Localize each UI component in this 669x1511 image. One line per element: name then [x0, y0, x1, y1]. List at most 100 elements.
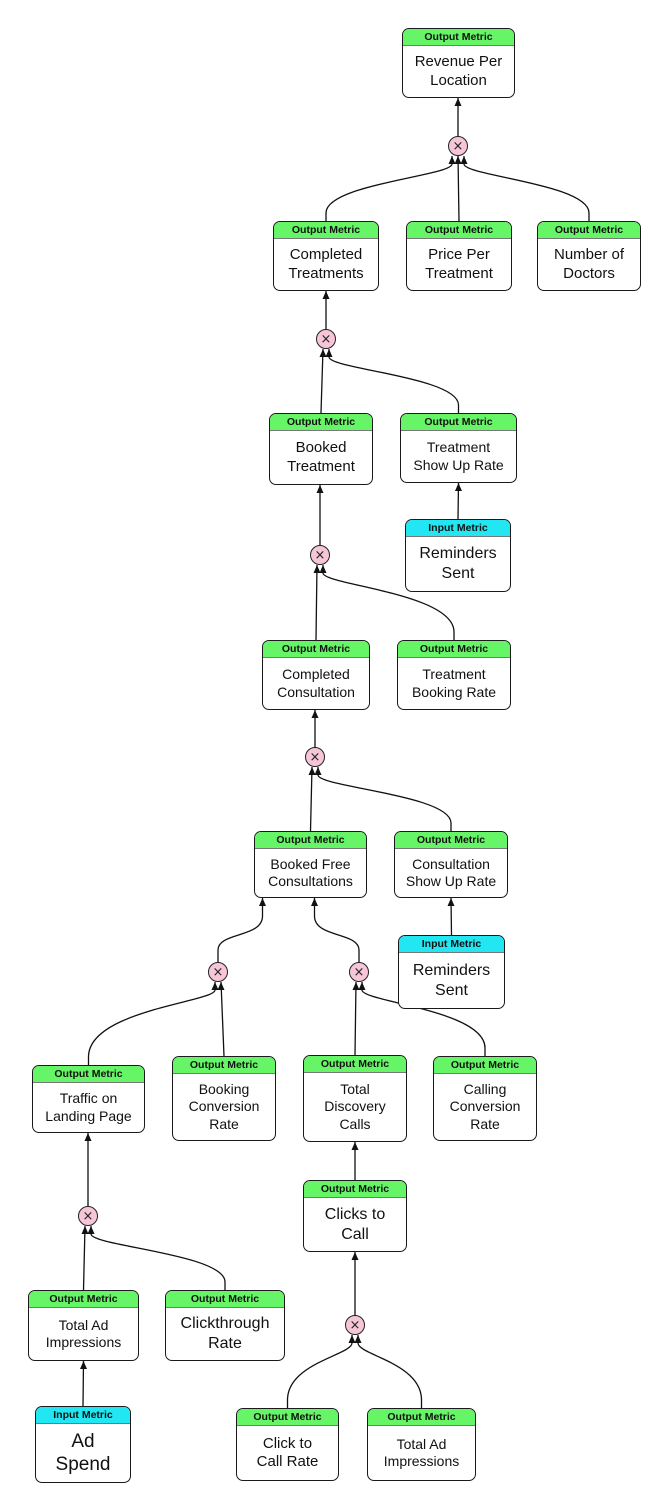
metric-label: Ad Spend: [55, 1430, 111, 1475]
input-metric-header: Input Metric: [406, 520, 510, 537]
metric-label: Number of Doctors: [553, 246, 625, 282]
operator-input-edge: [286, 1335, 353, 1408]
multiply-operator-op-booked-free-right: ×: [349, 962, 369, 982]
output-metric-header: Output Metric: [166, 1291, 284, 1308]
output-metric-header: Output Metric: [263, 641, 369, 658]
arrow-head: [354, 1335, 362, 1343]
metric-label: Total Ad Impressions: [45, 1316, 122, 1350]
output-metric-header: Output Metric: [270, 414, 372, 431]
arrow-head: [352, 982, 360, 990]
output-metric-header: Output Metric: [33, 1066, 144, 1083]
arrow-head: [325, 349, 333, 357]
metric-label: Booked Free Consultations: [268, 855, 353, 889]
arrow-head: [351, 1142, 359, 1150]
metric-label: Total Ad Impressions: [383, 1435, 460, 1469]
arrow-head: [311, 898, 318, 906]
output-metric-header: Output Metric: [407, 222, 511, 239]
operator-input-edge: [322, 565, 455, 640]
arrow-head: [313, 565, 321, 573]
arrow-head: [211, 982, 219, 990]
metric-label: Booking Conversion Rate: [188, 1081, 260, 1132]
metric-label: Calling Conversion Rate: [449, 1081, 521, 1132]
arrow-head: [311, 710, 319, 718]
operator-output-edge: [313, 898, 360, 962]
output-metric-header: Output Metric: [304, 1056, 406, 1073]
output-metric-header: Output Metric: [304, 1181, 406, 1198]
arrow-head: [259, 898, 266, 906]
output-metric-header: Output Metric: [398, 641, 510, 658]
operator-input-edge: [309, 766, 313, 832]
metric-label: Booked Treatment: [287, 439, 355, 475]
output-metric-header: Output Metric: [403, 29, 514, 46]
metric-label: Revenue Per Location: [414, 53, 503, 89]
arrow-head: [454, 156, 462, 164]
multiply-operator-op-revenue: ×: [448, 136, 468, 156]
multiply-operator-op-booked-free-left: ×: [208, 962, 228, 982]
metric-label: Click to Call Rate: [256, 1434, 319, 1470]
operator-input-edge: [90, 1226, 226, 1290]
metric-label: Treatment Show Up Rate: [413, 439, 504, 473]
metric-label: Consultation Show Up Rate: [405, 855, 497, 889]
arrow-head: [351, 1252, 359, 1260]
operator-input-edge: [357, 1335, 423, 1408]
metric-node-ad-spend[interactable]: Input Metric Ad Spend: [35, 1406, 131, 1483]
operator-input-edge: [320, 348, 324, 414]
input-metric-header: Input Metric: [36, 1407, 130, 1424]
metric-label: Traffic on Landing Page: [45, 1090, 132, 1124]
output-metric-header: Output Metric: [255, 832, 366, 849]
operator-input-edge: [354, 981, 357, 1056]
arrow-head: [448, 156, 456, 164]
operator-input-edge: [328, 349, 460, 413]
arrow-head: [447, 898, 455, 906]
arrow-head: [84, 1133, 92, 1141]
arrow-head: [319, 349, 327, 357]
input-metric-header: Input Metric: [399, 936, 504, 953]
operator-input-edge: [463, 156, 590, 221]
output-metric-header: Output Metric: [173, 1057, 275, 1074]
arrow-head: [217, 982, 225, 990]
arrow-head: [80, 1361, 87, 1369]
arrow-head: [454, 98, 462, 106]
metric-label: Clicks to Call: [324, 1205, 386, 1243]
arrow-head: [87, 1226, 95, 1234]
operator-input-edge: [325, 156, 453, 221]
arrow-head: [319, 565, 327, 573]
multiply-operator-op-traffic: ×: [78, 1206, 98, 1226]
output-metric-header: Output Metric: [237, 1409, 338, 1426]
metric-label: Total Discovery Calls: [324, 1081, 386, 1132]
operator-input-edge: [87, 982, 216, 1065]
arrow-head: [348, 1335, 356, 1343]
operator-input-edge: [315, 564, 318, 641]
multiply-operator-op-clicks-to-call: ×: [345, 1315, 365, 1335]
output-metric-header: Output Metric: [538, 222, 640, 239]
operator-input-edge: [82, 1225, 86, 1291]
output-metric-header: Output Metric: [29, 1291, 138, 1308]
arrow-head: [81, 1226, 89, 1234]
metric-label: Reminders Sent: [419, 545, 497, 582]
output-metric-header: Output Metric: [401, 414, 516, 431]
operator-input-edge: [317, 767, 452, 831]
arrow-head: [314, 767, 322, 775]
